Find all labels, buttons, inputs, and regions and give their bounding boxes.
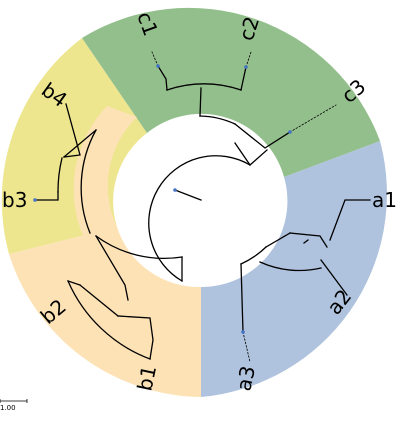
scale-bar-label: 1.00 xyxy=(0,404,16,412)
root-branch xyxy=(174,189,202,201)
clade-b-sector xyxy=(9,227,201,397)
leaf-label-a3: a3 xyxy=(231,364,260,393)
leaf-label-b3: b3 xyxy=(2,188,27,212)
clade-a-stem xyxy=(249,149,268,166)
a3-dot xyxy=(241,330,245,334)
c1-leader xyxy=(151,51,159,67)
c1-dot xyxy=(156,64,160,68)
a-subnode-bracket xyxy=(289,232,328,248)
clade-c-stem xyxy=(234,142,251,166)
c2-leader xyxy=(245,51,252,68)
c12-node-arc xyxy=(166,83,242,91)
a3-branch xyxy=(240,263,244,333)
subclade-b12-overlay xyxy=(73,106,137,236)
b1-branch xyxy=(117,315,154,360)
tree-branches xyxy=(34,51,371,363)
b-to-b34-arc xyxy=(80,129,97,234)
b34-stem xyxy=(63,129,97,158)
a3-leader xyxy=(242,331,251,363)
b3-dot xyxy=(33,198,37,202)
node-dots xyxy=(33,64,292,334)
scale-bar-line xyxy=(0,399,28,403)
b12-node-arc xyxy=(67,280,151,360)
b2-branch xyxy=(67,280,81,286)
clade-a-node-arc xyxy=(240,246,267,265)
root-dot xyxy=(173,188,177,192)
b3-branch xyxy=(34,191,59,201)
c3-dot xyxy=(288,130,292,134)
scale-bar: 1.00 xyxy=(0,399,28,412)
c2-dot xyxy=(244,65,248,69)
a2-branch xyxy=(320,259,348,296)
c2-branch xyxy=(240,66,247,91)
c3-connector xyxy=(234,123,291,149)
clade-c-node-arc xyxy=(199,115,236,125)
b4-branch xyxy=(63,103,81,158)
a1-branch xyxy=(329,199,371,241)
b12-branch xyxy=(95,235,129,301)
root-node-arc xyxy=(148,155,251,282)
clade-c-stem2 xyxy=(199,87,202,117)
c1-branch xyxy=(157,65,168,91)
b2-link xyxy=(79,284,119,317)
leaf-label-a1: a1 xyxy=(372,188,397,212)
leaf-label-b1: b1 xyxy=(132,363,161,393)
clade-c-sector xyxy=(82,7,380,177)
c3-leader xyxy=(289,104,337,133)
a-inner-arc xyxy=(259,261,322,272)
a-subnode-stem xyxy=(265,232,291,248)
clade-a-sector xyxy=(201,141,387,397)
clade-b-node-arc xyxy=(95,235,183,260)
a-subnode-arc xyxy=(303,239,309,244)
clade-backgrounds xyxy=(1,7,387,397)
